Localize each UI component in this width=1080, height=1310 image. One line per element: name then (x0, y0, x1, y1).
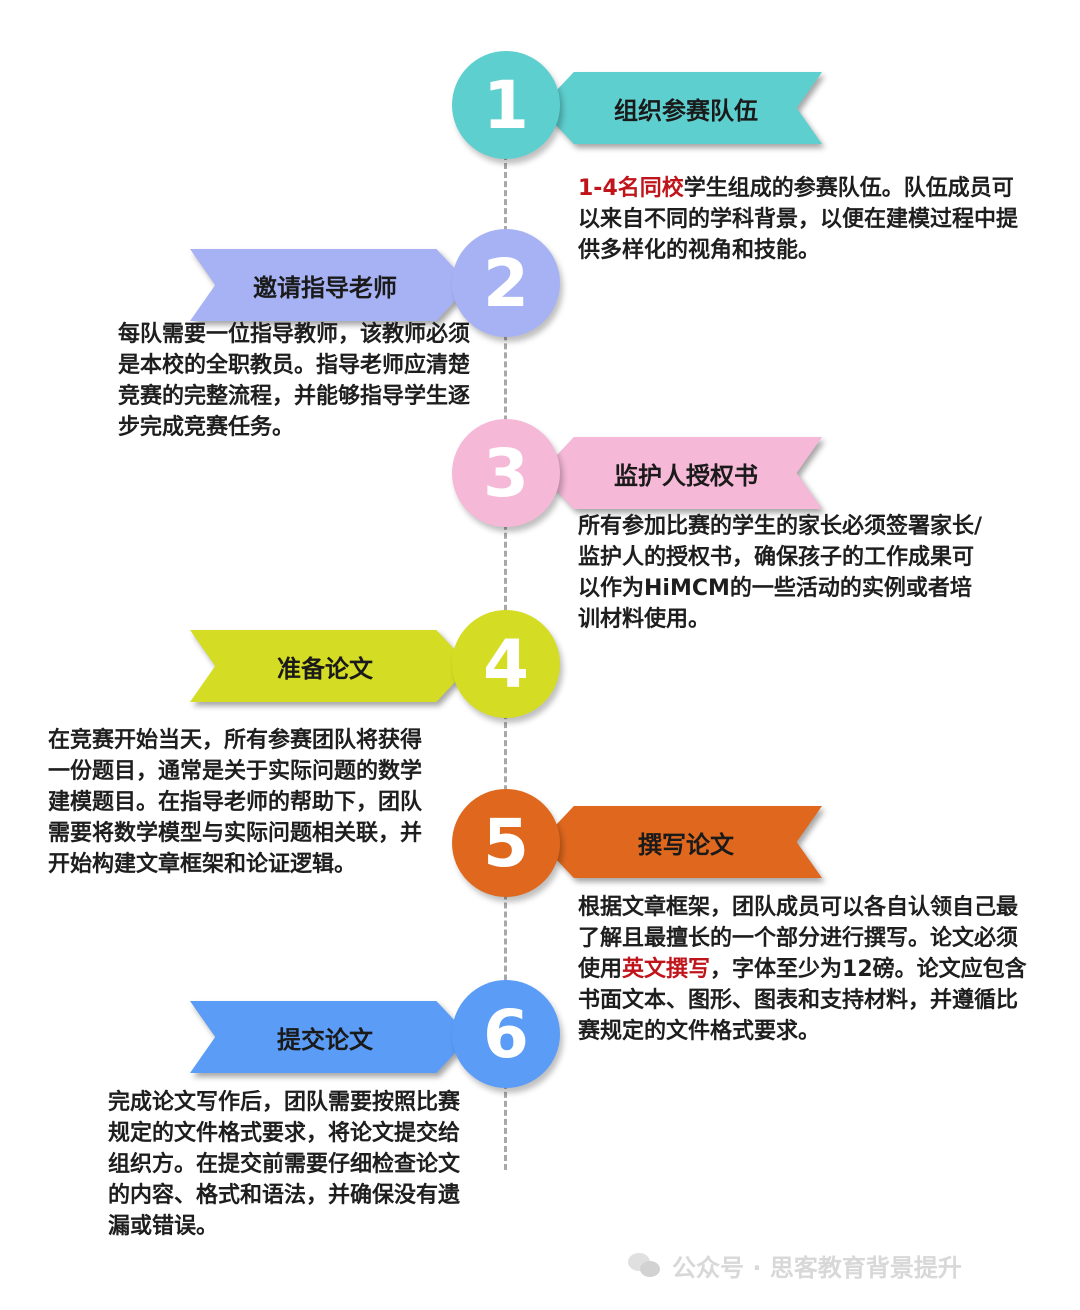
step-5-number-circle: 5 (452, 789, 560, 897)
step-3-description: 所有参加比赛的学生的家长必须签署家长/监护人的授权书，确保孩子的工作成果可以作为… (578, 514, 983, 632)
step-6-title: 提交论文 (277, 1025, 373, 1054)
step-1-title: 组织参赛队伍 (614, 96, 758, 125)
step-2-number: 2 (483, 244, 529, 322)
step-4-title: 准备论文 (277, 654, 373, 683)
step-6-number-circle: 6 (452, 980, 560, 1088)
step-1-description: 1-4名同校学生组成的参赛队伍。队伍成员可以来自不同的学科背景，以便在建模过程中… (578, 173, 1028, 266)
wechat-icon (628, 1252, 662, 1279)
step-5-banner: 撰写论文 (540, 806, 822, 878)
step-2-number-circle: 2 (452, 229, 560, 337)
step-2-description: 每队需要一位指导教师，该教师必须是本校的全职教员。指导老师应清楚竞赛的完整流程，… (118, 322, 471, 440)
watermark-text: 公众号 · 思客教育背景提升 (672, 1254, 962, 1282)
step-2-banner: 邀请指导老师 (190, 249, 470, 321)
step-6-banner: 提交论文 (190, 1001, 470, 1073)
step-3-number: 3 (483, 434, 529, 512)
step-5-number: 5 (483, 804, 529, 882)
step-4-banner: 准备论文 (190, 630, 470, 702)
step-3-banner: 监护人授权书 (540, 437, 822, 509)
step-6-number: 6 (483, 995, 529, 1073)
step-1-number: 1 (483, 66, 529, 144)
step-5-text-pre: 根据文章框架，团队成员可以各自认领自己最了解且最擅长的一个部分进行撰写。论文必须… (578, 895, 1019, 982)
step-3-number-circle: 3 (452, 419, 560, 527)
step-2-row: 邀请指导老师 (0, 249, 1080, 321)
step-4-number: 4 (483, 625, 529, 703)
step-1-highlight: 1-4名同校 (578, 176, 684, 201)
step-4-number-circle: 4 (452, 610, 560, 718)
step-6-row: 提交论文 (0, 1001, 1080, 1073)
step-5-highlight: 英文撰写 (622, 957, 711, 982)
step-3-row: 监护人授权书 (0, 437, 1080, 509)
step-5-description: 根据文章框架，团队成员可以各自认领自己最了解且最擅长的一个部分进行撰写。论文必须… (578, 892, 1028, 1047)
step-1-number-circle: 1 (452, 51, 560, 159)
step-1-text: 学生组成的参赛队伍。队伍成员可以来自不同的学科背景，以便在建模过程中提供多样化的… (578, 176, 1019, 263)
step-5-row: 撰写论文 (0, 806, 1080, 878)
step-4-description: 在竞赛开始当天，所有参赛团队将获得一份题目，通常是关于实际问题的数学建模题目。在… (48, 728, 423, 877)
step-1-banner: 组织参赛队伍 (540, 72, 822, 144)
step-1-row: 组织参赛队伍 (0, 72, 1080, 144)
step-5-title: 撰写论文 (638, 830, 734, 859)
step-3-title: 监护人授权书 (614, 461, 758, 490)
step-6-description: 完成论文写作后，团队需要按照比赛规定的文件格式要求，将论文提交给组织方。在提交前… (108, 1090, 461, 1239)
step-2-title: 邀请指导老师 (253, 273, 397, 302)
step-4-row: 准备论文 (0, 630, 1080, 702)
watermark: 公众号 · 思客教育背景提升 (628, 1248, 962, 1283)
step-5-text-post: ，字体至少为12磅。论文应包含书面文本、图形、图表和支持材料，并遵循比赛规定的文… (578, 957, 1027, 1044)
